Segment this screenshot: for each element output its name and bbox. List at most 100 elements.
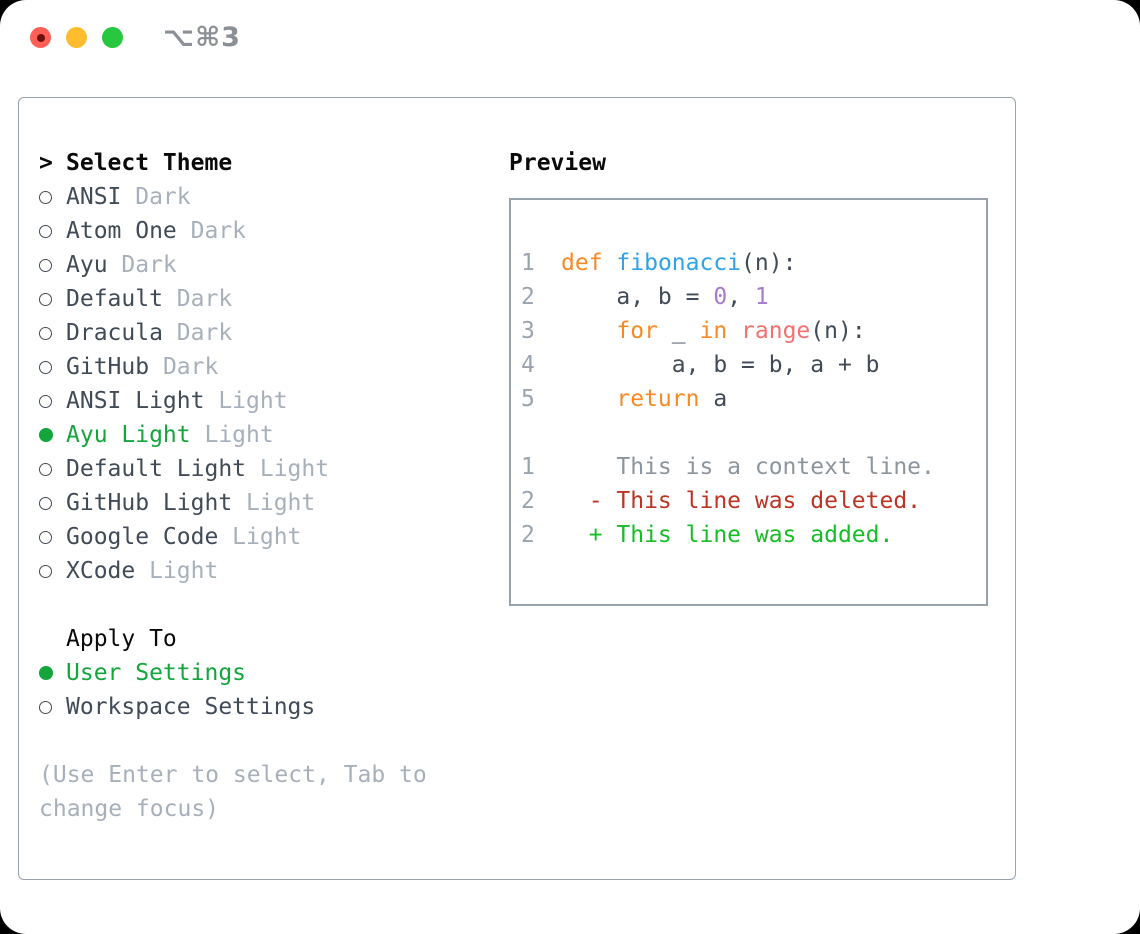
item-label: ANSI [66,184,122,210]
line-number: 4 [521,352,535,378]
diff-line-deleted: 2 - This line was deleted. [521,484,976,518]
traffic-lights [30,27,123,48]
theme-option[interactable]: Atom One Dark [39,214,481,248]
radio-icon [39,224,66,238]
code-preview: 1 def fibonacci(n): 2 a, b = 0, 1 3 for … [521,246,976,416]
theme-option[interactable]: Google Code Light [39,520,481,554]
item-variant: Dark [190,218,247,244]
token-builtin: range [741,318,811,344]
preview-title: Preview [509,150,606,176]
item-label: GitHub [66,354,150,380]
token-keyword: def [561,250,603,276]
theme-option[interactable]: GitHub Dark [39,350,481,384]
theme-picker-panel: > Select Theme ANSI Dark Atom One Dark A… [18,97,1016,880]
token-plain [561,318,616,344]
item-label: Atom One [66,218,177,244]
code-line: 4 a, b = b, a + b [521,348,976,382]
window-title: ⌥⌘3 [163,22,241,53]
theme-option[interactable]: Ayu Light Light [39,418,481,452]
code-line: 3 for _ in range(n): [521,314,976,348]
apply-to-option[interactable]: User Settings [39,656,481,690]
item-label: GitHub Light [66,490,233,516]
radio-icon [39,428,66,442]
apply-to-option[interactable]: Workspace Settings [39,690,481,724]
apply-to-header: Apply To [39,622,481,656]
token-plain [603,250,617,276]
theme-option[interactable]: ANSI Dark [39,180,481,214]
select-theme-title: Select Theme [66,150,233,176]
apply-to-list: User Settings Workspace Settings [39,656,481,724]
preview-column: Preview 1 def fibonacci(n): 2 a, b = 0, … [509,146,1015,879]
theme-option[interactable]: Default Light Light [39,452,481,486]
item-label: Default [66,286,163,312]
radio-icon [39,462,66,476]
item-label: Ayu [66,252,108,278]
radio-icon [39,360,66,374]
keyboard-hint: (Use Enter to select, Tab to change focu… [39,762,427,822]
line-number: 3 [521,318,535,344]
token-number: 1 [754,284,769,310]
item-label: XCode [66,558,136,584]
item-variant: Dark [135,184,191,210]
diff-line-added: 2 + This line was added. [521,518,976,552]
token-number: 0 [713,284,728,310]
theme-option[interactable]: Ayu Dark [39,248,481,282]
token-plain: , [727,284,755,310]
item-variant: Light [232,524,302,550]
line-number: 2 [521,522,535,548]
titlebar: ⌥⌘3 [0,0,1140,97]
item-label: ANSI Light [66,388,205,414]
radio-icon [39,700,66,714]
item-variant: Dark [176,320,233,346]
line-number: 2 [521,284,535,310]
token-plain [727,318,741,344]
line-number: 1 [521,454,535,480]
theme-option[interactable]: GitHub Light Light [39,486,481,520]
item-variant: Light [259,456,330,482]
close-button[interactable] [30,27,51,48]
token-plain [561,386,616,412]
minimize-button[interactable] [66,27,87,48]
theme-option[interactable]: ANSI Light Light [39,384,481,418]
theme-option[interactable]: Default Dark [39,282,481,316]
line-number: 2 [521,488,535,514]
radio-icon [39,666,66,680]
item-label: User Settings [66,660,247,686]
item-label: Dracula [66,320,163,346]
item-variant: Light [204,422,274,448]
item-variant: Light [149,558,219,584]
token-plain: _ [657,318,700,344]
token-keyword: in [699,318,728,344]
item-variant: Dark [162,354,219,380]
spacer [39,588,481,622]
token-plain: a, b = b, a + b [561,352,880,378]
line-number: 1 [521,250,535,276]
radio-icon [39,394,66,408]
token-plain: (n): [741,250,797,276]
diff-line-context: 1 This is a context line. [521,450,976,484]
token-plain: a [699,386,728,412]
theme-option[interactable]: XCode Light [39,554,481,588]
select-theme-header: > Select Theme [39,146,481,180]
code-line: 5 return a [521,382,976,416]
maximize-button[interactable] [102,27,123,48]
token-plain: a, b = [561,284,714,310]
item-variant: Light [218,388,288,414]
preview-box: 1 def fibonacci(n): 2 a, b = 0, 1 3 for … [509,198,988,606]
token-function: fibonacci [616,250,742,276]
cursor-marker: > [39,150,53,176]
diff-preview: 1 This is a context line. 2 - This line … [521,450,976,552]
item-variant: Dark [121,252,177,278]
code-line: 2 a, b = 0, 1 [521,280,976,314]
item-label: Default Light [66,456,247,482]
code-line: 1 def fibonacci(n): [521,246,976,280]
theme-option[interactable]: Dracula Dark [39,316,481,350]
apply-to-title: Apply To [66,626,177,652]
item-variant: Dark [176,286,233,312]
token-keyword: for [616,318,658,344]
theme-list: ANSI Dark Atom One Dark Ayu Dark Default… [39,180,481,588]
item-label: Google Code [66,524,219,550]
radio-icon [39,530,66,544]
item-label: Workspace Settings [66,694,316,720]
